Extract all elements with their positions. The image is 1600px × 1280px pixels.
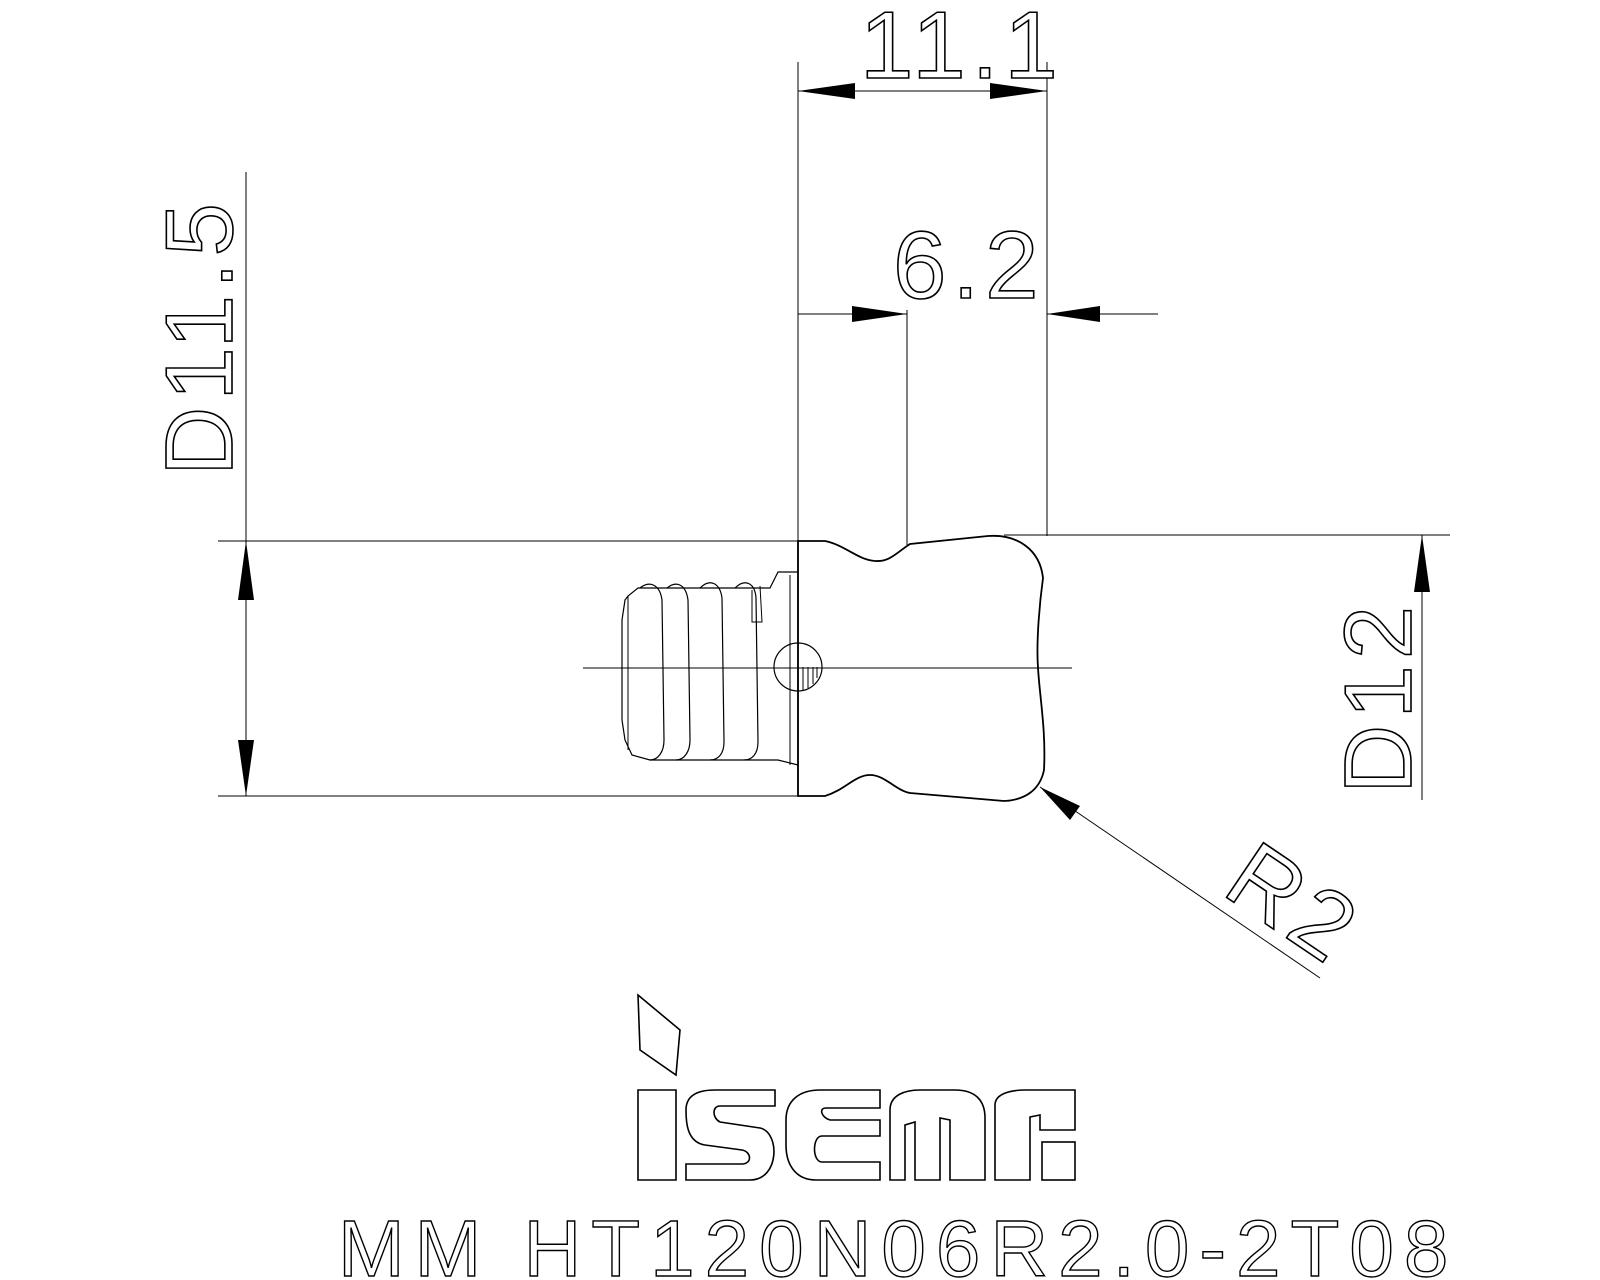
dim-head-length: 6.2: [798, 211, 1158, 322]
logo-s: [685, 1089, 776, 1181]
dim-label-d12: D12: [1325, 600, 1432, 794]
center-mark-hatch: [797, 667, 818, 691]
iscar-logo: [637, 993, 1076, 1181]
thread-relief: [751, 585, 763, 623]
threaded-shank: [621, 541, 823, 796]
dim-label-6-2: 6.2: [893, 212, 1044, 319]
dim-label-11-1: 11.1: [860, 0, 1064, 99]
logo-i-dot: [637, 993, 681, 1077]
thread-4: [734, 582, 759, 761]
logo-r: [994, 1089, 1076, 1181]
part-number: MM HT120N06R2.0-2T08: [338, 1204, 1458, 1280]
extension-lines: [218, 62, 1450, 800]
dim-corner-radius: R2: [1039, 786, 1381, 987]
dim-label-r2: R2: [1208, 822, 1380, 986]
logo-r-dot: [1041, 1141, 1076, 1181]
thread-1: [639, 583, 665, 761]
logo-i-stem: [637, 1089, 677, 1181]
dim-head-diameter: D12: [1324, 535, 1433, 795]
dim-label-d11-5: D11.5: [146, 197, 253, 476]
logo-a: [889, 1089, 986, 1181]
dim-overall-length: 11.1: [798, 0, 1064, 100]
logo-c: [785, 1089, 881, 1181]
thread-2: [666, 583, 691, 761]
dim-shank-diameter: D11.5: [145, 196, 254, 796]
thread-3: [699, 582, 725, 761]
